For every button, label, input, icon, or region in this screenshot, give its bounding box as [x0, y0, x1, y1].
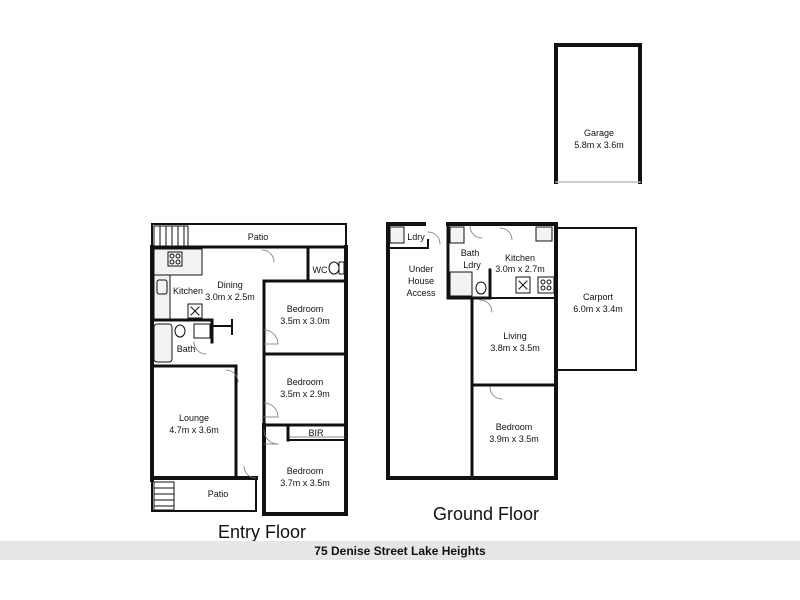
address-text: 75 Denise Street Lake Heights [314, 543, 486, 558]
carport-size: 6.0m x 3.4m [573, 304, 623, 314]
carport-walls [555, 227, 637, 371]
ground-floor-doors [427, 225, 513, 400]
entry-floor-title: Entry Floor [218, 522, 306, 542]
bir-label: BIR [308, 428, 324, 438]
ldry-label: Ldry [407, 232, 425, 242]
dining-size: 3.0m x 2.5m [205, 292, 255, 302]
garage-label: Garage [584, 128, 614, 138]
bedroom4-label: Bedroom [496, 422, 533, 432]
bedroom3-size: 3.7m x 3.5m [280, 478, 330, 488]
bedroom1-label: Bedroom [287, 304, 324, 314]
entry-floor-doors [193, 249, 279, 479]
entry-floor-fixtures [153, 225, 345, 511]
kitchen-entry-label: Kitchen [173, 286, 203, 296]
patio-top-label: Patio [248, 232, 269, 242]
garage-walls [554, 43, 642, 184]
bedroom3-label: Bedroom [287, 466, 324, 476]
patio-bottom-label: Patio [208, 489, 229, 499]
bedroom1-size: 3.5m x 3.0m [280, 316, 330, 326]
kitchen-ground-size: 3.0m x 2.7m [495, 264, 545, 274]
bath-ldry-line1: Bath [461, 248, 480, 258]
living-label: Living [503, 331, 527, 341]
garage-size: 5.8m x 3.6m [574, 140, 624, 150]
under-house-line2: House [408, 276, 434, 286]
carport-label: Carport [583, 292, 614, 302]
address-bar: 75 Denise Street Lake Heights [0, 541, 800, 560]
bath-entry-label: Bath [177, 344, 196, 354]
ground-floor-title: Ground Floor [433, 504, 539, 524]
dining-label: Dining [217, 280, 243, 290]
entry-floor-walls [150, 223, 348, 516]
under-house-line3: Access [406, 288, 436, 298]
lounge-size: 4.7m x 3.6m [169, 425, 219, 435]
ground-floor-fixtures [389, 226, 555, 297]
lounge-label: Lounge [179, 413, 209, 423]
under-house-line1: Under [409, 264, 434, 274]
kitchen-ground-label: Kitchen [505, 253, 535, 263]
bedroom2-size: 3.5m x 2.9m [280, 389, 330, 399]
ground-floor-walls [386, 222, 558, 480]
bedroom4-size: 3.9m x 3.5m [489, 434, 539, 444]
bath-ldry-line2: Ldry [463, 260, 481, 270]
living-size: 3.8m x 3.5m [490, 343, 540, 353]
bedroom2-label: Bedroom [287, 377, 324, 387]
wc-label: WC [313, 265, 328, 275]
